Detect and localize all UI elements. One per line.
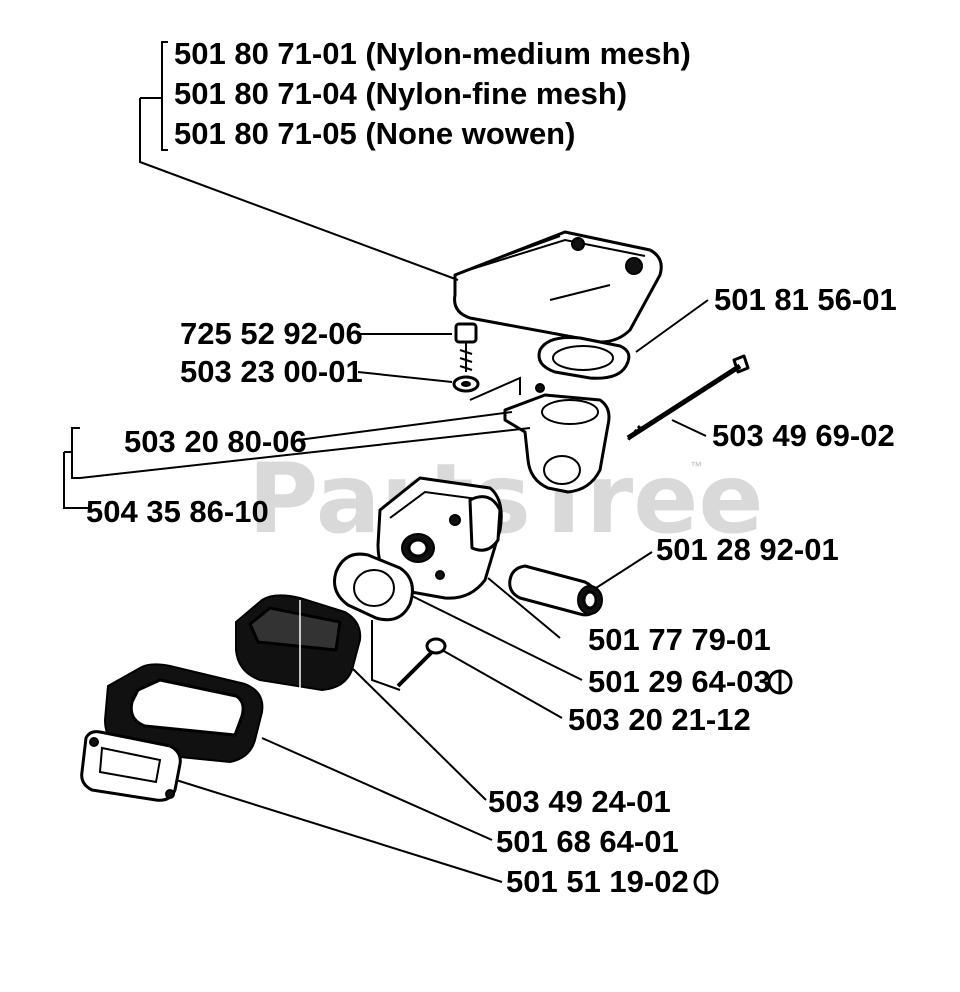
- insulator-block-part[interactable]: [235, 594, 362, 692]
- callout-spacer-frame: 501 68 64-01: [496, 824, 679, 859]
- mounting-screw-part[interactable]: [396, 637, 447, 688]
- spacer-frame-part[interactable]: [103, 663, 264, 764]
- callout-long-bolt: 503 49 69-02: [712, 418, 895, 453]
- callout-assembly: 504 35 86-10: [86, 494, 269, 529]
- note-icon: [693, 869, 719, 895]
- callout-filter-gasket: 501 81 56-01: [714, 282, 897, 317]
- note-icon: [767, 669, 793, 695]
- carburetor-part[interactable]: [376, 476, 503, 600]
- long-bolt-part[interactable]: [626, 354, 750, 441]
- callout-filter-medium-mesh: 501 80 71-01 (Nylon-medium mesh): [174, 36, 691, 71]
- washer-part[interactable]: [452, 375, 480, 393]
- filter-gasket-part[interactable]: [537, 336, 631, 380]
- callout-filter-none-woven: 501 80 71-05 (None wowen): [174, 116, 575, 151]
- carburetor-gasket-part[interactable]: [333, 552, 414, 622]
- callout-flange-gasket: 501 51 19-02: [506, 864, 689, 899]
- callout-insulator: 503 49 24-01: [488, 784, 671, 819]
- intake-adaptor-part[interactable]: [469, 376, 611, 494]
- callout-fuel-line: 501 28 92-01: [656, 532, 839, 567]
- air-filter-part[interactable]: [453, 230, 663, 344]
- watermark-text: PartsTree: [248, 443, 763, 555]
- fuel-line-part[interactable]: [508, 564, 603, 617]
- callout-adaptor: 503 20 80-06: [124, 424, 307, 459]
- callout-carburetor: 501 77 79-01: [588, 622, 771, 657]
- flange-gasket-part[interactable]: [80, 730, 182, 802]
- leader-lines: [63, 41, 709, 883]
- callout-washer: 503 23 00-01: [180, 354, 363, 389]
- screw-part[interactable]: [454, 322, 478, 372]
- callout-screw: 725 52 92-06: [180, 316, 363, 351]
- callout-filter-fine-mesh: 501 80 71-04 (Nylon-fine mesh): [174, 76, 627, 111]
- watermark-trademark: ™: [690, 459, 702, 473]
- callout-carburetor-gasket: 501 29 64-03: [588, 664, 771, 699]
- callout-mounting-screw: 503 20 21-12: [568, 702, 751, 737]
